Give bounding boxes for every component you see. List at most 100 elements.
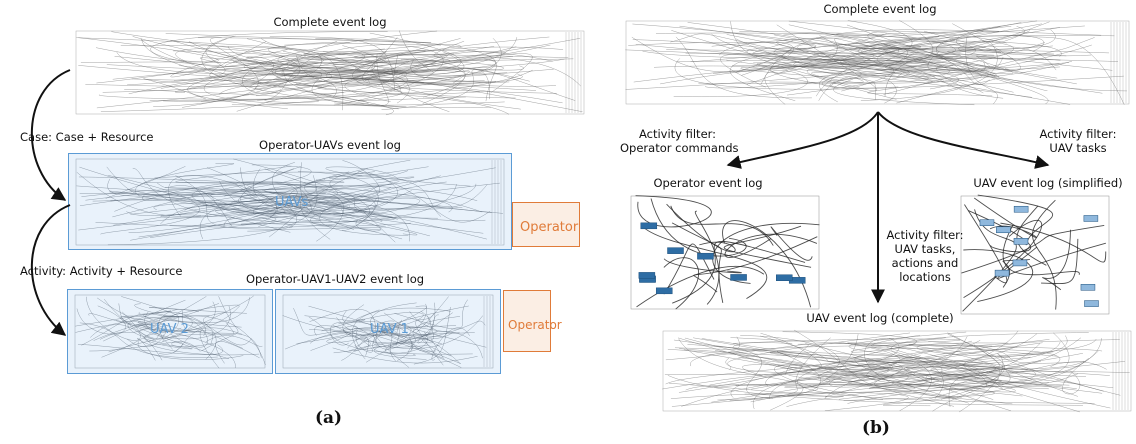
- process-map-edge: [164, 187, 326, 211]
- process-map-edge: [667, 375, 1084, 406]
- process-map-edge: [633, 49, 875, 83]
- process-map-edge: [281, 196, 430, 237]
- process-map-edge: [105, 166, 186, 199]
- process-map-edge: [712, 56, 1004, 74]
- process-map-edge: [783, 30, 1002, 53]
- process-map-edge: [362, 50, 450, 112]
- process-map-node: [1080, 284, 1096, 291]
- a-arrow-activity: [30, 204, 71, 336]
- process-map-edge: [765, 360, 1104, 392]
- process-map-edge: [338, 310, 366, 325]
- process-map-edge: [890, 332, 1114, 388]
- process-map-edge: [160, 46, 517, 89]
- process-map-edge: [774, 364, 969, 404]
- process-map-edge: [719, 41, 794, 76]
- a-operator-label: Operator: [520, 220, 579, 235]
- process-map-node: [994, 269, 1010, 277]
- process-map-edge: [156, 182, 492, 213]
- a-uav1-graph: [282, 294, 494, 369]
- process-map-edge: [92, 164, 312, 202]
- process-map-edge: [671, 222, 724, 303]
- process-map-edge: [242, 30, 438, 94]
- process-map-edge: [867, 63, 1060, 97]
- process-map-edge: [1000, 222, 1107, 263]
- process-map-edge: [107, 178, 392, 197]
- process-map-edge: [116, 320, 220, 369]
- process-map-edge: [209, 41, 322, 88]
- process-map-edge: [279, 195, 383, 230]
- process-map-edge: [794, 329, 1041, 388]
- process-map-edge: [120, 45, 521, 110]
- process-map-edge: [300, 162, 412, 218]
- process-map-edge: [93, 304, 240, 341]
- process-map-edge: [685, 336, 968, 391]
- b-operator-graph: [630, 195, 820, 310]
- process-map-node: [1084, 300, 1099, 307]
- process-map-edge: [230, 46, 495, 70]
- process-map-edge: [277, 61, 466, 98]
- process-map-edge: [381, 69, 530, 111]
- process-map-edge: [776, 364, 1130, 382]
- process-map-edge: [203, 159, 411, 206]
- process-map-edges: [74, 294, 266, 369]
- process-map-edge: [76, 305, 126, 335]
- b-complete-log-graph: [625, 20, 1130, 106]
- a-uavs-label: UAVs: [275, 195, 309, 210]
- process-map-edge: [963, 219, 1042, 298]
- process-map-edge: [744, 393, 844, 407]
- process-map-edge: [355, 309, 413, 351]
- process-map-edge: [357, 86, 466, 102]
- process-map-edges: [625, 20, 1130, 106]
- process-map-edge: [413, 306, 451, 365]
- process-map-edge: [770, 226, 813, 261]
- process-map-edge: [270, 185, 381, 219]
- process-map-edge: [103, 315, 266, 366]
- process-map-edge: [86, 296, 141, 341]
- process-map-edge: [776, 25, 1012, 77]
- process-map-edge: [233, 60, 558, 94]
- process-map-edge: [113, 199, 441, 226]
- process-map-edge: [100, 174, 200, 235]
- process-map-edge: [422, 338, 461, 364]
- process-map-edge: [140, 39, 369, 106]
- process-map-edge: [663, 257, 699, 310]
- process-map-edge: [964, 204, 1008, 284]
- b-uav-complete-title: UAV event log (complete): [806, 311, 954, 325]
- process-map-frame: [75, 158, 505, 246]
- process-map-edge: [822, 59, 986, 72]
- process-map-edge: [170, 39, 523, 84]
- process-map-edge: [730, 337, 1078, 397]
- process-map-edge: [348, 331, 433, 352]
- b-middle-filter-line4: locations: [899, 270, 951, 284]
- process-map-node: [655, 287, 673, 295]
- process-map-edge: [912, 371, 1086, 385]
- process-map-edge: [1041, 238, 1079, 285]
- process-map-edge: [76, 172, 500, 218]
- process-map-frame: [282, 294, 494, 369]
- process-map-edge: [635, 195, 712, 228]
- process-map-edge: [159, 196, 378, 225]
- process-map-edge: [740, 65, 863, 79]
- process-map-frame: [74, 294, 266, 369]
- process-map-node: [1013, 205, 1029, 213]
- a-operator2-label: Operator: [508, 318, 562, 332]
- process-map-edge: [797, 343, 1095, 404]
- b-right-filter-line2: UAV tasks: [1049, 141, 1107, 155]
- process-map-edge: [884, 40, 1062, 57]
- process-map-edge: [317, 176, 415, 192]
- process-map-edge: [930, 341, 1077, 389]
- process-map-edge: [282, 315, 369, 356]
- b-uav-simplified-title: UAV event log (simplified): [973, 176, 1123, 190]
- process-map-frame: [630, 195, 820, 310]
- process-map-edge: [200, 68, 576, 102]
- process-map-edge: [116, 51, 398, 82]
- process-map-edge: [164, 295, 254, 339]
- process-map-edge: [383, 312, 439, 336]
- process-map-edge: [733, 338, 961, 345]
- a-operator-uav1-uav2-title: Operator-UAV1-UAV2 event log: [245, 272, 425, 286]
- process-map-edge: [321, 312, 424, 337]
- process-map-edge: [1014, 34, 1125, 105]
- b-caption: (b): [862, 418, 890, 438]
- a-arrow-case: [30, 69, 71, 201]
- process-map-edge: [165, 33, 432, 44]
